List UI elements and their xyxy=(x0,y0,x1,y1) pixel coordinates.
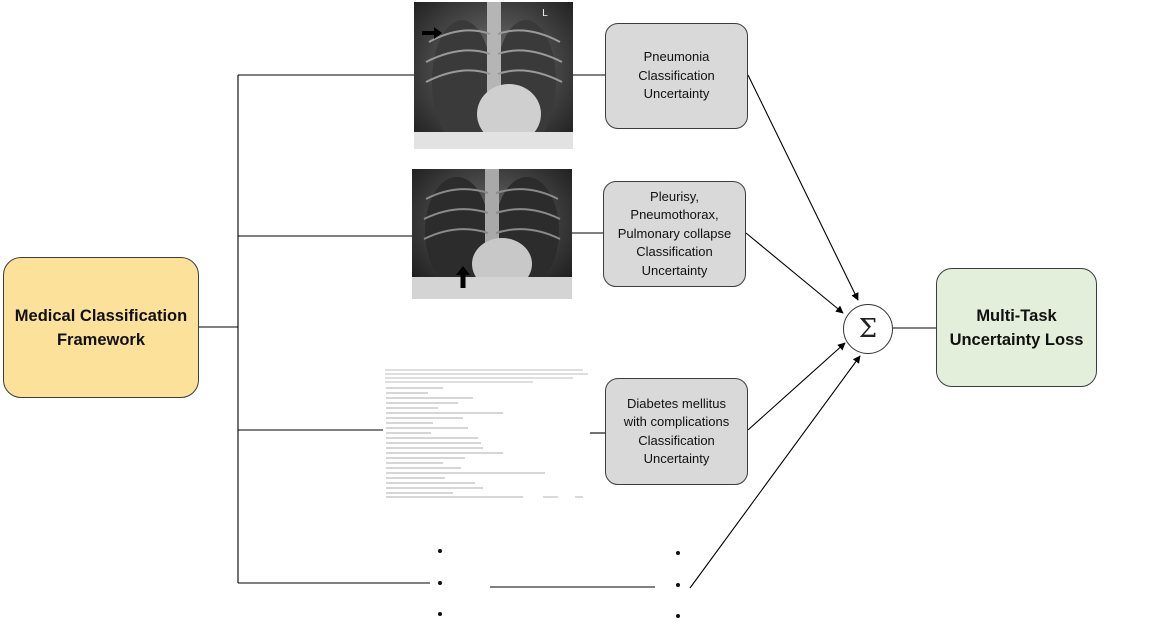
diabetes-task-box: Diabetes mellitus with complications Cla… xyxy=(605,378,748,485)
ellipsis-dot xyxy=(676,583,680,587)
framework-label: Medical Classification Framework xyxy=(14,306,188,349)
ellipsis-dot xyxy=(438,612,442,616)
chest-xray-image-1: L xyxy=(414,2,573,149)
pneumonia-task-box: Pneumonia Classification Uncertainty xyxy=(605,23,748,129)
up-arrow-icon xyxy=(456,266,470,288)
svg-text:L: L xyxy=(542,8,548,19)
ellipsis-dot xyxy=(676,614,680,618)
pleurisy-task-label: Pleurisy, Pneumothorax, Pulmonary collap… xyxy=(617,188,732,278)
right-arrow-icon xyxy=(422,27,442,39)
sum-aggregator-node: Σ xyxy=(843,304,893,354)
diabetes-task-label: Diabetes mellitus with complications Cla… xyxy=(623,395,730,467)
ellipsis-dot xyxy=(438,581,442,585)
pleurisy-task-box: Pleurisy, Pneumothorax, Pulmonary collap… xyxy=(603,181,746,287)
ellipsis-dot xyxy=(676,551,680,555)
ehr-record-table-image xyxy=(383,366,590,501)
chest-xray-image-2 xyxy=(412,169,572,299)
multi-task-uncertainty-loss-box: Multi-Task Uncertainty Loss xyxy=(936,268,1097,387)
pneumonia-task-label: Pneumonia Classification Uncertainty xyxy=(638,49,715,102)
medical-classification-framework-box: Medical Classification Framework xyxy=(3,257,199,398)
ellipsis-dot xyxy=(438,549,442,553)
loss-label: Multi-Task Uncertainty Loss xyxy=(949,306,1084,349)
sigma-symbol: Σ xyxy=(858,314,878,344)
